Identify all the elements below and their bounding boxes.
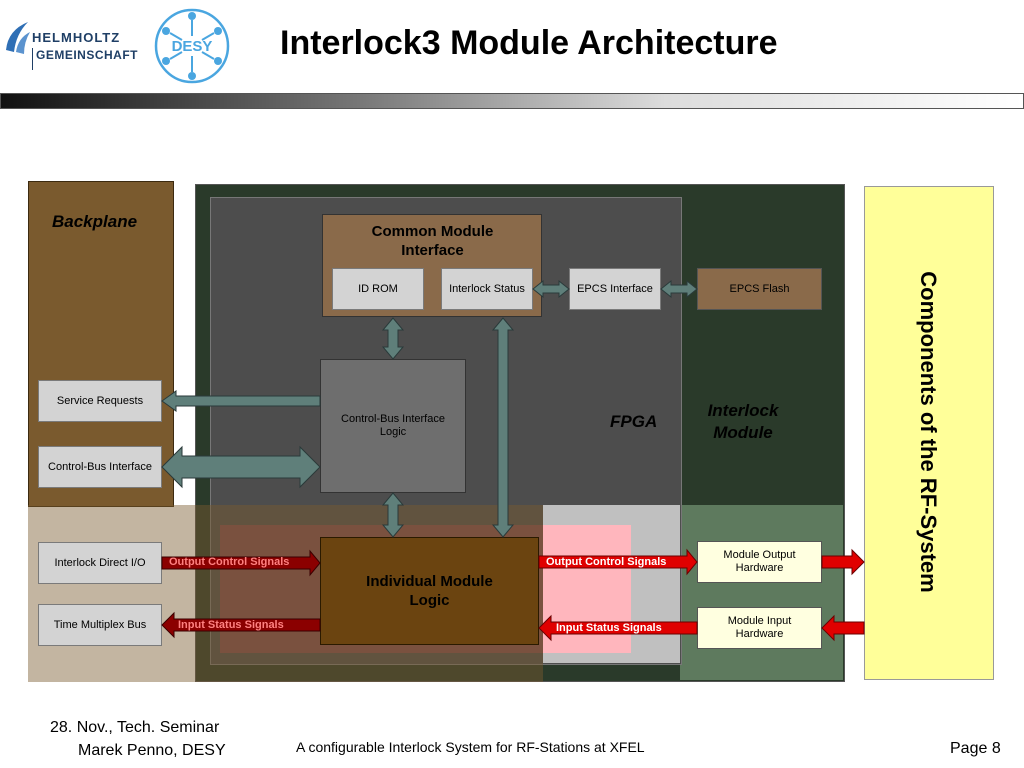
interlock-direct-io-box: Interlock Direct I/O	[38, 542, 162, 584]
input-status-signals-left-label: Input Status Signals	[178, 619, 284, 631]
output-control-left-arrow	[161, 549, 321, 577]
interlock-status-box: Interlock Status	[441, 268, 533, 310]
id-rom-box: ID ROM	[332, 268, 424, 310]
backplane-label: Backplane	[52, 212, 138, 231]
footer-subtitle: A configurable Interlock System for RF-S…	[296, 739, 645, 755]
epcs-interface-box: EPCS Interface	[569, 268, 661, 310]
cbil-logic-arrow	[381, 492, 405, 538]
control-bus-arrow	[161, 445, 321, 489]
output-control-right-arrow	[538, 548, 698, 576]
service-requests-box: Service Requests	[38, 380, 162, 422]
helmholtz-line1: HELMHOLTZ	[32, 30, 121, 45]
helmholtz-divider	[32, 48, 33, 70]
rf-components-panel	[864, 186, 994, 680]
module-input-hardware-box: Module Input Hardware	[697, 607, 822, 649]
footer-author: Marek Penno, DESY	[78, 742, 226, 759]
desy-logo-icon	[154, 8, 230, 84]
status-epcs-arrow	[532, 279, 570, 299]
service-requests-arrow	[161, 390, 321, 412]
output-control-signals-left-label: Output Control Signals	[169, 556, 290, 568]
epcs-flash-arrow	[660, 279, 698, 299]
helmholtz-line2: GEMEINSCHAFT	[36, 48, 138, 62]
desy-logo: DESY	[152, 6, 232, 86]
individual-module-logic-box: Individual Module Logic	[320, 537, 539, 645]
cmi-cbil-arrow	[381, 317, 405, 360]
epcs-flash-box: EPCS Flash	[697, 268, 822, 310]
page-title: Interlock3 Module Architecture	[280, 24, 778, 62]
input-status-left-arrow	[161, 611, 321, 639]
helmholtz-swoosh-icon	[6, 22, 30, 54]
interlock-module-label: Interlock Module	[707, 401, 779, 442]
common-module-interface-label: Common Module Interface	[371, 223, 494, 259]
rf-input-arrow	[821, 614, 865, 642]
footer-date: 28. Nov., Tech. Seminar	[50, 719, 220, 736]
footer-page-number: Page 8	[950, 740, 1001, 757]
desy-logo-text: DESY	[171, 38, 213, 55]
input-status-right-arrow	[538, 614, 698, 642]
input-status-signals-right-label: Input Status Signals	[556, 622, 662, 634]
control-bus-interface-box: Control-Bus Interface	[38, 446, 162, 488]
interlock-module-lower-region	[680, 505, 843, 680]
helmholtz-logo: HELMHOLTZ GEMEINSCHAFT	[4, 14, 154, 74]
control-bus-interface-logic-box: Control-Bus Interface Logic	[320, 359, 466, 493]
module-output-hardware-box: Module Output Hardware	[697, 541, 822, 583]
fpga-label: FPGA	[610, 412, 658, 431]
output-rf-arrow	[821, 548, 865, 576]
output-control-signals-right-label: Output Control Signals	[546, 556, 667, 568]
status-logic-arrow	[491, 317, 515, 538]
